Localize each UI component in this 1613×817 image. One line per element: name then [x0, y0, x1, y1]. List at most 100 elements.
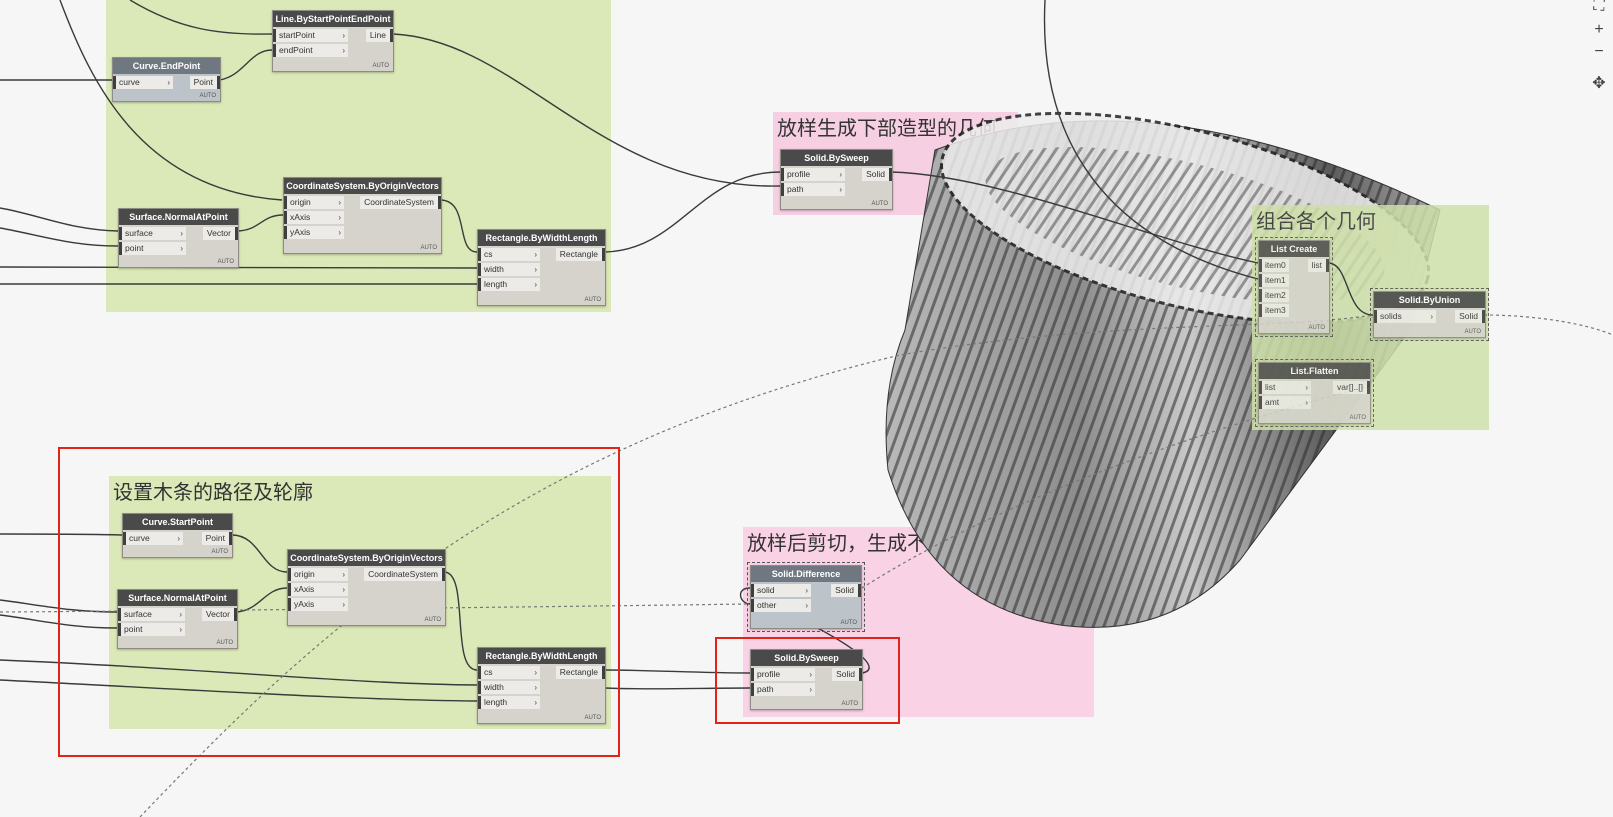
output-port-point[interactable]: Point: [201, 532, 232, 545]
input-port-item1[interactable]: item1: [1259, 274, 1289, 287]
port-label: path: [757, 684, 774, 694]
lacing-label: AUTO: [1349, 415, 1366, 421]
port-label: xAxis: [294, 584, 315, 594]
node-curve-startpoint[interactable]: Curve.StartPoint curve› Point AUTO: [122, 513, 233, 558]
pan-button[interactable]: ✥: [1592, 75, 1606, 92]
input-port-length[interactable]: length›: [478, 696, 540, 709]
highlight-box-wood-path: [58, 447, 620, 757]
lacing-label: AUTO: [584, 297, 601, 303]
port-label: curve: [129, 533, 150, 543]
input-port-surface[interactable]: surface›: [119, 227, 186, 240]
port-label: cs: [484, 249, 493, 259]
output-port-solid[interactable]: Solid: [832, 668, 862, 681]
port-label: surface: [125, 228, 153, 238]
node-surface-normal-top[interactable]: Surface.NormalAtPoint surface› point› Ve…: [118, 208, 239, 268]
input-port-origin[interactable]: origin›: [288, 568, 348, 581]
input-port-item3[interactable]: item3: [1259, 304, 1289, 317]
lacing-label: AUTO: [211, 549, 228, 555]
node-title: CoordinateSystem.ByOriginVectors: [284, 178, 441, 194]
output-port-line[interactable]: Line: [365, 29, 393, 42]
node-rectangle-bottom[interactable]: Rectangle.ByWidthLength cs› width› lengt…: [477, 647, 606, 724]
input-port-cs[interactable]: cs›: [478, 248, 540, 261]
lacing-label: AUTO: [217, 259, 234, 265]
input-port-item2[interactable]: item2: [1259, 289, 1289, 302]
output-port-list[interactable]: list: [1307, 259, 1329, 272]
input-port-item0[interactable]: item0: [1259, 259, 1289, 272]
node-list-flatten[interactable]: List.Flatten list› amt› var[]..[] AUTO: [1255, 359, 1374, 427]
node-title: Rectangle.ByWidthLength: [478, 648, 605, 664]
input-port-curve[interactable]: curve›: [113, 76, 173, 89]
node-curve-endpoint[interactable]: Curve.EndPoint curve› Point AUTO: [112, 57, 221, 102]
output-port-rectangle[interactable]: Rectangle: [555, 666, 605, 679]
input-port-cs[interactable]: cs›: [478, 666, 540, 679]
port-label: solids: [1380, 311, 1402, 321]
output-port-rectangle[interactable]: Rectangle: [555, 248, 605, 261]
input-port-yaxis[interactable]: yAxis›: [284, 226, 344, 239]
input-port-length[interactable]: length›: [478, 278, 540, 291]
input-port-width[interactable]: width›: [478, 681, 540, 694]
node-rectangle-top[interactable]: Rectangle.ByWidthLength cs› width› lengt…: [477, 229, 606, 306]
zoom-fit-button[interactable]: ⛶: [1593, 0, 1605, 14]
node-line-by-start-end[interactable]: Line.ByStartPointEndPoint startPoint› en…: [272, 10, 394, 72]
output-port-vector[interactable]: Vector: [202, 227, 238, 240]
port-label: width: [484, 264, 504, 274]
node-coordinate-system-top[interactable]: CoordinateSystem.ByOriginVectors origin›…: [283, 177, 442, 254]
output-port-var[interactable]: var[]..[]: [1333, 381, 1370, 394]
input-port-origin[interactable]: origin›: [284, 196, 344, 209]
input-port-other[interactable]: other›: [751, 599, 811, 612]
output-port-coordinatesystem[interactable]: CoordinateSystem: [360, 196, 441, 209]
node-solid-by-union[interactable]: Solid.ByUnion solids› Solid AUTO: [1370, 288, 1489, 341]
input-port-xaxis[interactable]: xAxis›: [284, 211, 344, 224]
lacing-label: AUTO: [420, 245, 437, 251]
output-port-vector[interactable]: Vector: [201, 608, 237, 621]
node-title: CoordinateSystem.ByOriginVectors: [288, 550, 445, 566]
node-surface-normal-bottom[interactable]: Surface.NormalAtPoint surface› point› Ve…: [117, 589, 238, 649]
input-port-solid[interactable]: solid›: [751, 584, 811, 597]
lacing-label: AUTO: [1308, 325, 1325, 331]
input-port-list[interactable]: list›: [1259, 381, 1311, 394]
output-port-solid[interactable]: Solid: [831, 584, 861, 597]
input-port-curve[interactable]: curve›: [123, 532, 183, 545]
input-port-point[interactable]: point›: [119, 242, 186, 255]
input-port-path[interactable]: path›: [781, 183, 845, 196]
port-label: width: [484, 682, 504, 692]
lacing-label: AUTO: [1464, 329, 1481, 335]
lacing-label: AUTO: [584, 715, 601, 721]
port-label: length: [484, 279, 508, 289]
input-port-yaxis[interactable]: yAxis›: [288, 598, 348, 611]
input-port-point[interactable]: point›: [118, 623, 185, 636]
zoom-out-button[interactable]: −: [1594, 43, 1604, 60]
output-port-solid[interactable]: Solid: [862, 168, 892, 181]
node-coordinate-system-bottom[interactable]: CoordinateSystem.ByOriginVectors origin›…: [287, 549, 446, 626]
input-port-profile[interactable]: profile›: [751, 668, 815, 681]
input-port-path[interactable]: path›: [751, 683, 815, 696]
node-list-create[interactable]: List Create item0 item1 item2 item3 list…: [1255, 237, 1333, 337]
input-port-surface[interactable]: surface›: [118, 608, 185, 621]
input-port-endpoint[interactable]: endPoint›: [273, 44, 348, 57]
port-label: yAxis: [290, 227, 311, 237]
lacing-label: AUTO: [840, 620, 857, 626]
lacing-label: AUTO: [372, 63, 389, 69]
port-label: item1: [1265, 275, 1286, 285]
node-solid-difference[interactable]: Solid.Difference solid› other› Solid AUT…: [747, 562, 865, 632]
node-title: Line.ByStartPointEndPoint: [273, 11, 393, 27]
output-port-point[interactable]: Point: [189, 76, 220, 89]
zoom-in-button[interactable]: +: [1594, 21, 1604, 38]
node-title: Curve.EndPoint: [113, 58, 220, 74]
input-port-startpoint[interactable]: startPoint›: [273, 29, 348, 42]
port-label: length: [484, 697, 508, 707]
input-port-solids[interactable]: solids›: [1374, 310, 1436, 323]
node-solid-bysweep-bottom[interactable]: Solid.BySweep profile› path› Solid AUTO: [750, 649, 863, 710]
input-port-width[interactable]: width›: [478, 263, 540, 276]
input-port-profile[interactable]: profile›: [781, 168, 845, 181]
node-title: Surface.NormalAtPoint: [119, 209, 238, 225]
output-port-solid[interactable]: Solid: [1455, 310, 1485, 323]
port-label: point: [124, 624, 143, 634]
port-label: startPoint: [279, 30, 315, 40]
node-solid-bysweep-top[interactable]: Solid.BySweep profile› path› Solid AUTO: [780, 149, 893, 210]
input-port-amt[interactable]: amt›: [1259, 396, 1311, 409]
input-port-xaxis[interactable]: xAxis›: [288, 583, 348, 596]
node-title: Solid.BySweep: [781, 150, 892, 166]
output-port-coordinatesystem[interactable]: CoordinateSystem: [364, 568, 445, 581]
